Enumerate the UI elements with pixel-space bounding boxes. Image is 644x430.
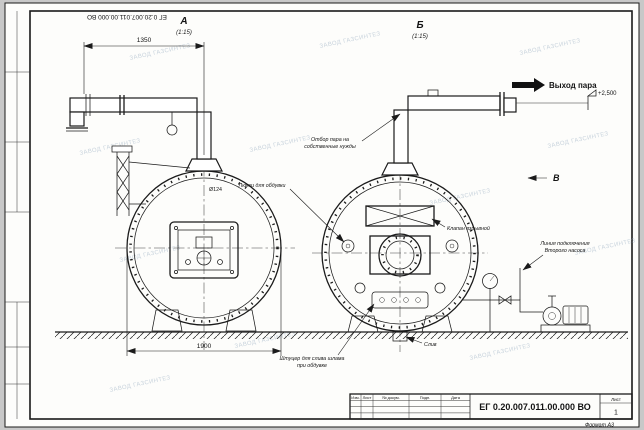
inner-frame	[29, 10, 633, 420]
pump-base	[540, 324, 591, 333]
view-b-scale: (1:15)	[412, 34, 428, 40]
drain-label: Слив	[424, 342, 437, 348]
view-v-arrow: В	[527, 173, 560, 183]
pressure-gauge	[482, 273, 498, 332]
valve	[498, 295, 506, 305]
ground-hatch	[55, 332, 628, 339]
level-label: +2,500	[598, 91, 617, 97]
explosion-label: Клапан взрывной	[447, 225, 490, 232]
ground	[55, 331, 628, 339]
blow-hatch	[434, 282, 446, 294]
title-block-grid	[350, 394, 632, 419]
auxiliary-equipment: В	[462, 173, 591, 333]
steam-out-label: Выход пара	[549, 81, 597, 90]
front-door-inner	[177, 229, 231, 271]
pump-motor	[562, 305, 589, 325]
dim-text-1900: 1900	[197, 343, 212, 350]
steam-header-pipe	[69, 97, 198, 113]
pump-line-leader	[522, 254, 544, 271]
flange-inner-circle	[328, 181, 472, 325]
sheet-border	[4, 2, 640, 428]
dimension-1900: 1900	[126, 252, 282, 356]
top-doc-number: ЕГ 0.20.007.011.00.000 ВО	[87, 13, 167, 20]
format-label: Формат А3	[585, 423, 614, 429]
ladder	[111, 145, 191, 216]
steam-dome	[381, 162, 419, 176]
bottom-hatch	[371, 291, 429, 309]
flange-bolts	[129, 173, 279, 323]
col-date: Дата	[451, 395, 461, 400]
blow-hatch	[445, 239, 459, 253]
col-doc: № докум.	[382, 395, 400, 400]
doc-number: ЕГ 0.20.007.011.00.000 ВО	[479, 402, 590, 412]
dim-text-1350: 1350	[137, 37, 152, 44]
steam-dome	[185, 158, 223, 172]
view-b-letter: Б	[416, 20, 423, 31]
pump-line-label-2: Второго насоса	[545, 248, 586, 254]
dimension-1350: 1350	[83, 37, 205, 155]
sludge-label-1: Штуцер для слива шлама	[280, 356, 345, 362]
level-flag	[586, 89, 597, 97]
own-needs-leader	[361, 113, 401, 142]
view-a-boiler-front: 1900 1350 Ø124 А (1:15)	[66, 16, 295, 356]
sludge-label-2: при обдувке	[297, 363, 327, 369]
front-door	[169, 221, 239, 279]
support-right	[421, 315, 453, 333]
dim-text-diameter: Ø124	[209, 187, 222, 193]
blow-hatch	[341, 239, 355, 253]
explosion-valve-hatch	[365, 205, 435, 227]
left-margin-cells	[5, 11, 30, 419]
sludge-leader	[337, 303, 375, 356]
manhole-assembly	[369, 233, 431, 277]
drain-leader	[405, 336, 423, 344]
col-izm: Изм.	[351, 395, 360, 400]
own-needs-nozzle	[427, 89, 439, 97]
col-sign: Подп.	[420, 395, 431, 400]
flange-inner-circle	[133, 177, 275, 319]
pump-suction-line	[462, 299, 543, 313]
steam-out-arrow	[512, 78, 545, 92]
support-left	[151, 309, 183, 332]
own-needs-label-2: собственные нужды	[304, 144, 356, 150]
sheet-label: Лист	[611, 397, 621, 402]
valve-handwheel	[166, 124, 178, 136]
view-a-letter: А	[179, 16, 187, 27]
pump-line-label-1: Линия подключения	[539, 241, 589, 247]
hatches-leader	[289, 188, 345, 243]
drain-stub	[392, 330, 408, 342]
col-list: Лист	[363, 395, 372, 400]
explosion-leader	[431, 218, 446, 228]
own-needs-label-1: Отбор пара на	[311, 137, 349, 143]
view-b-boiler-rear: Б (1:15)	[312, 20, 517, 352]
annotations: Выход пара +2,500 Отбор пара на собствен…	[238, 78, 617, 369]
title-block: Изм. Лист № докум. Подп. Дата ЕГ 0.20.00…	[349, 393, 633, 429]
riser-pipe	[393, 109, 409, 164]
blow-hatch	[354, 282, 366, 294]
support-right	[225, 309, 257, 332]
feed-pump	[540, 295, 591, 333]
hatches-label: Лючки для обдувки	[238, 183, 286, 189]
pipe-end	[503, 97, 517, 113]
view-v-letter: В	[553, 173, 560, 183]
burner-box	[195, 236, 213, 249]
flange-bolts	[324, 177, 476, 329]
pipe-elbow-down	[69, 111, 85, 127]
steam-outlet-pipe	[407, 95, 501, 111]
view-a-scale: (1:15)	[176, 30, 192, 36]
sheet-number: 1	[614, 410, 618, 417]
